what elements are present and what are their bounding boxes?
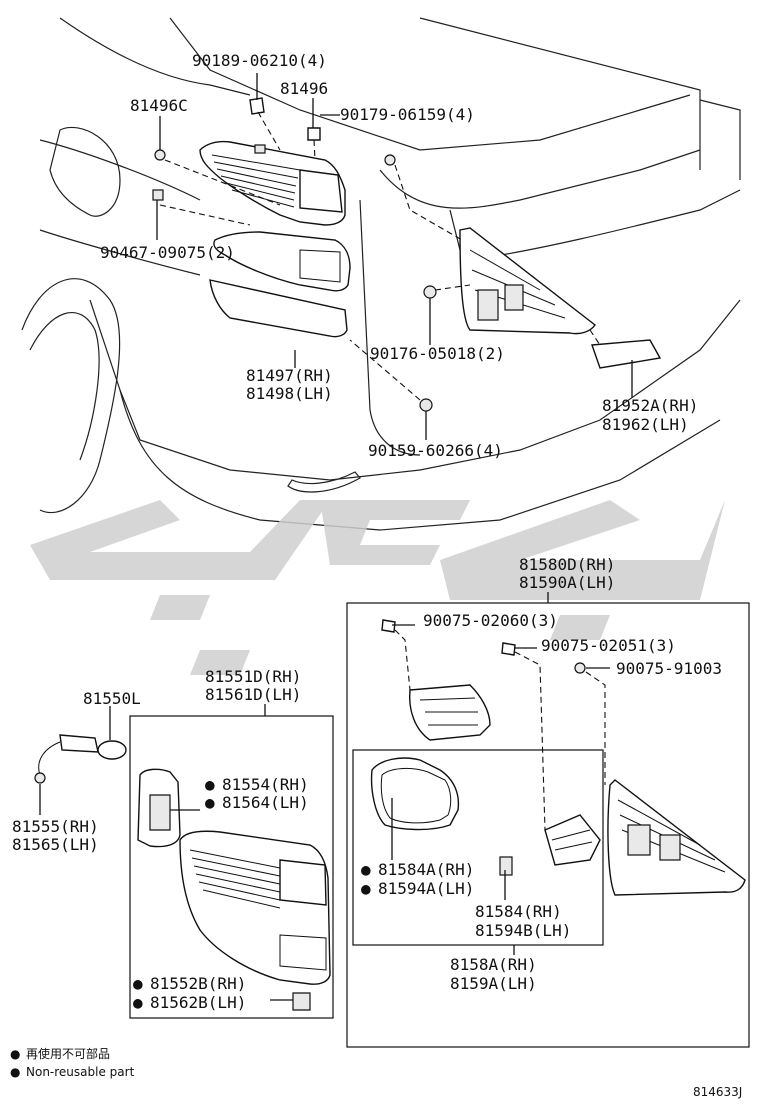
assembly-box-8158A	[352, 749, 604, 946]
bolt-icon	[307, 127, 321, 141]
label-81497: 81497(RH)	[246, 366, 333, 385]
bolt-icon	[249, 97, 265, 115]
label-81590A: 81590A(LH)	[519, 573, 615, 592]
label-81594A: 81594A(LH)	[378, 879, 474, 898]
label-90075-02051: 90075-02051(3)	[541, 636, 676, 655]
screw-icon	[381, 619, 396, 633]
rear-bumper-lamp-right	[459, 227, 662, 369]
legend-text-en: Non-reusable part	[26, 1065, 135, 1079]
label-8158A: 8158A(RH)	[450, 955, 537, 974]
label-81565: 81565(LH)	[12, 835, 99, 854]
label-81496: 81496	[280, 79, 328, 98]
screw-icon	[501, 642, 516, 656]
rear-combination-lamp-upper	[199, 140, 351, 338]
label-81561D: 81561D(LH)	[205, 685, 301, 704]
label-90179-06159: 90179-06159(4)	[340, 105, 475, 124]
socket-and-bulb	[34, 706, 127, 815]
label-81562B: 81562B(LH)	[150, 993, 246, 1012]
watermark-logo	[30, 500, 725, 675]
label-90176-05018: 90176-05018(2)	[370, 344, 505, 363]
label-81580D: 81580D(RH)	[519, 555, 615, 574]
clip-icon	[254, 144, 266, 154]
assembly-box-81551D	[129, 715, 334, 1019]
nut-icon	[574, 662, 586, 674]
label-81564: 81564(LH)	[222, 793, 309, 812]
label-90467-09075: 90467-09075(2)	[100, 243, 235, 262]
label-81498: 81498(LH)	[246, 384, 333, 403]
nut-icon	[384, 154, 396, 166]
clip-icon	[152, 189, 164, 201]
label-81962: 81962(LH)	[602, 415, 689, 434]
label-81552B: 81552B(RH)	[150, 974, 246, 993]
lamp-assembly-lower-right	[370, 684, 746, 896]
part-labels: 90189-06210(4) 81496 81496C 90179-06159(…	[12, 51, 722, 1012]
label-81554: 81554(RH)	[222, 775, 309, 794]
lamp-assembly-lower-left	[137, 768, 331, 1011]
label-81555: 81555(RH)	[12, 817, 99, 836]
bullet-81552B: ●	[133, 974, 143, 993]
label-8159A: 8159A(LH)	[450, 974, 537, 993]
label-81952A: 81952A(RH)	[602, 396, 698, 415]
fasteners-lower	[170, 619, 610, 1001]
label-81496C: 81496C	[130, 96, 188, 115]
bullet-81562B: ●	[133, 993, 143, 1012]
label-90159-60266: 90159-60266(4)	[368, 441, 503, 460]
nut-icon	[154, 149, 166, 161]
bullet-81554: ●	[205, 775, 215, 794]
bullet-81584A: ●	[361, 860, 371, 879]
screw-icon	[419, 398, 433, 412]
label-81594B: 81594B(LH)	[475, 921, 571, 940]
label-81551D: 81551D(RH)	[205, 667, 301, 686]
label-81550L: 81550L	[83, 689, 141, 708]
label-81584A: 81584A(RH)	[378, 860, 474, 879]
label-90189-06210: 90189-06210(4)	[192, 51, 327, 70]
label-90075-91003: 90075-91003	[616, 659, 722, 678]
legend: ● 再使用不可部品 ● Non-reusable part	[10, 1046, 135, 1079]
legend-bullet-2: ●	[10, 1065, 20, 1079]
bullet-81564: ●	[205, 793, 215, 812]
legend-bullet-1: ●	[10, 1047, 20, 1061]
nut-icon	[423, 285, 437, 299]
leader-lines-upper	[156, 73, 633, 440]
legend-text-jp: 再使用不可部品	[26, 1046, 110, 1061]
diagram-code: 814633J	[693, 1085, 742, 1099]
label-90075-02060: 90075-02060(3)	[423, 611, 558, 630]
fasteners-upper	[152, 97, 437, 412]
bullet-81594A: ●	[361, 879, 371, 898]
label-81584: 81584(RH)	[475, 902, 562, 921]
